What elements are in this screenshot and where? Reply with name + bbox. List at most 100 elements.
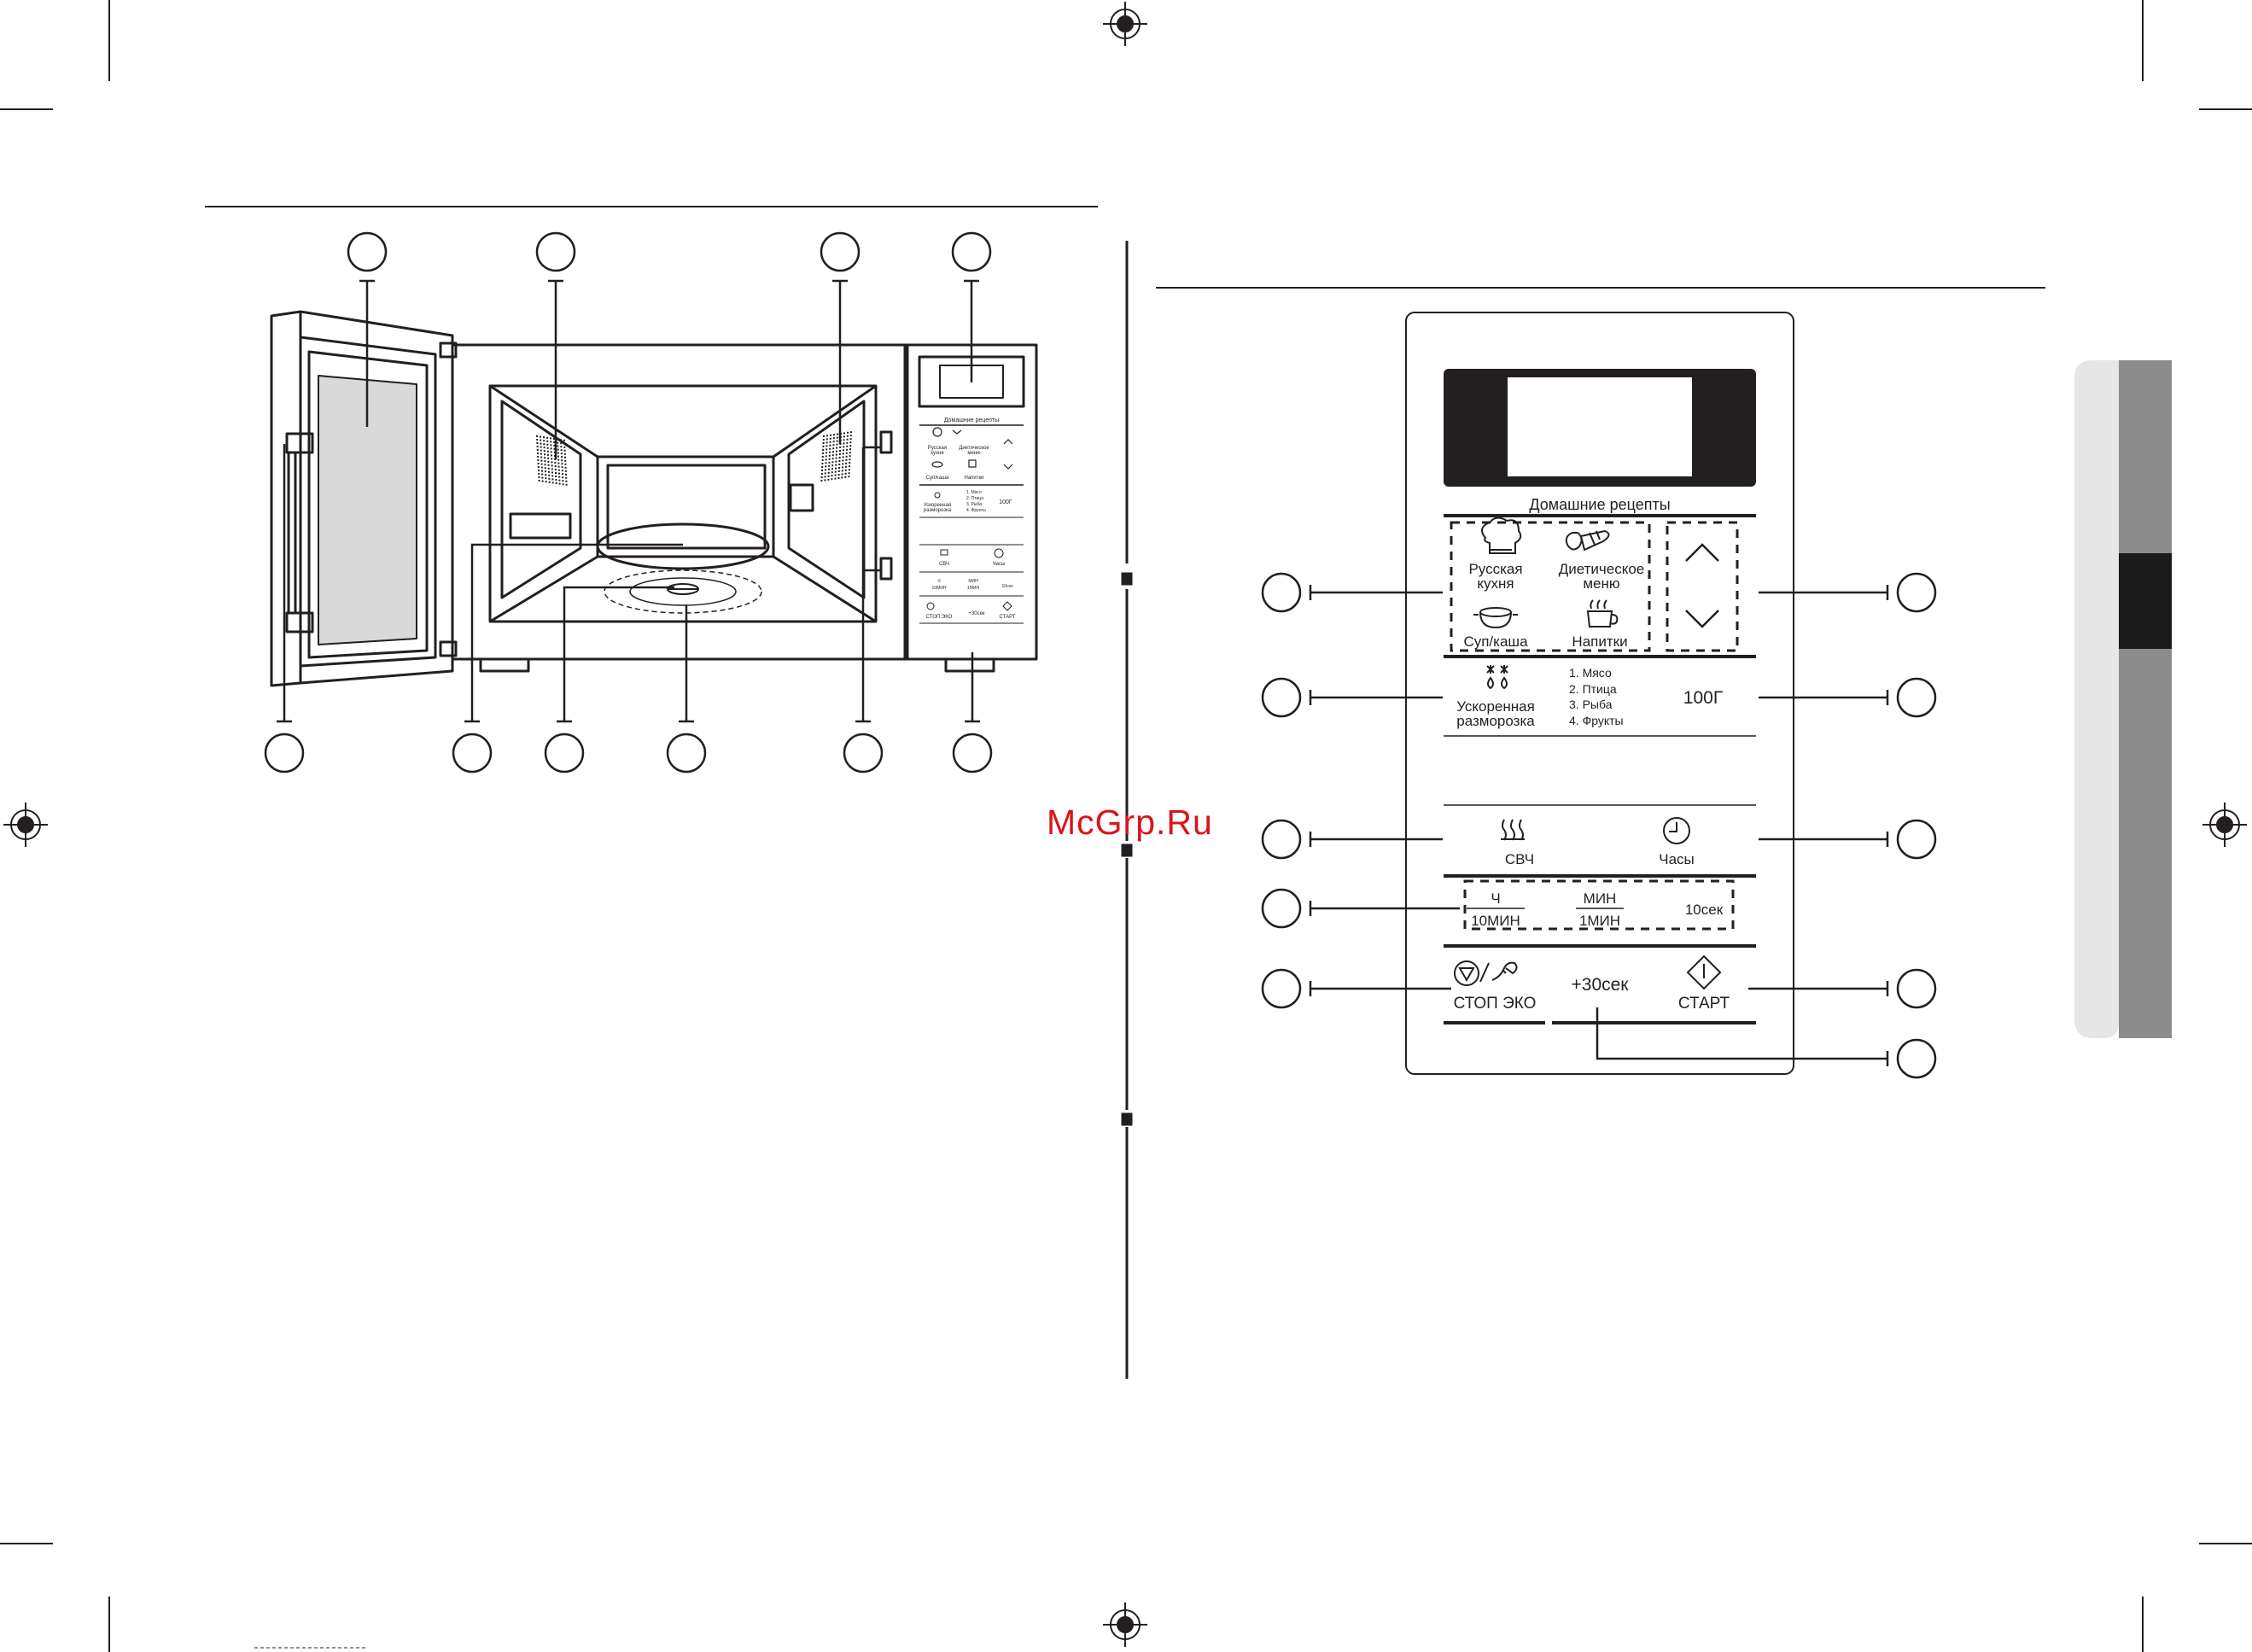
vent-hole <box>828 461 831 464</box>
vent-hole <box>845 452 848 454</box>
cup-icon <box>1586 599 1619 628</box>
vent-hole <box>564 466 567 469</box>
vent-hole <box>538 473 540 475</box>
door-window <box>318 375 417 645</box>
svg-text:кухня: кухня <box>931 451 943 456</box>
svg-text:СТАРТ: СТАРТ <box>1000 615 1016 620</box>
clock-icon <box>1663 817 1690 844</box>
vent-hole <box>825 469 826 471</box>
vent-hole <box>845 465 847 468</box>
vent-hole <box>841 473 843 476</box>
left-callouts <box>264 231 993 773</box>
vent-hole <box>550 447 552 450</box>
vent-hole <box>537 456 540 458</box>
vent-hole <box>547 467 550 470</box>
callout-top-1 <box>347 231 388 272</box>
vent-hole <box>828 454 831 457</box>
vent-hole <box>820 476 823 478</box>
vent-hole <box>824 476 826 478</box>
vent-hole <box>849 445 852 447</box>
vent-hole <box>836 440 838 442</box>
vent-hole <box>541 470 543 472</box>
vent-hole <box>551 482 554 484</box>
vent-hole <box>832 437 835 440</box>
vent-hole <box>551 471 553 474</box>
vent-hole <box>548 470 550 473</box>
center-gutter <box>1121 241 1133 1379</box>
vent-hole <box>843 449 844 452</box>
vent-hole <box>831 478 833 481</box>
svg-text:10МИН: 10МИН <box>1471 913 1520 929</box>
mini-control-panel: Домашние рецепты Русская кухня Диетическ… <box>919 417 1024 624</box>
vent-hole <box>555 472 557 474</box>
vent-hole <box>546 443 549 446</box>
vent-hole <box>555 479 557 481</box>
vent-hole <box>838 453 841 455</box>
vent-hole <box>536 442 539 444</box>
vent-hole <box>560 449 563 452</box>
vent-hole <box>564 463 567 465</box>
vent-hole <box>842 459 844 462</box>
vegetables-icon <box>1565 529 1610 552</box>
registration-mark-left <box>3 803 48 847</box>
vent-hole <box>548 477 551 480</box>
vent-hole <box>554 469 557 470</box>
vent-hole <box>832 444 835 447</box>
vent-hole <box>848 472 850 475</box>
vent-hole <box>848 476 850 478</box>
callout-left-5 <box>1261 968 1302 1009</box>
vent-hole <box>846 445 849 447</box>
vent-hole <box>829 437 831 440</box>
vent-hole <box>838 467 840 469</box>
svg-text:СВЧ: СВЧ <box>1505 851 1534 867</box>
vent-hole <box>827 475 830 477</box>
vent-hole <box>837 433 838 435</box>
vent-hole <box>554 465 557 467</box>
callout-right-5 <box>1896 1038 1937 1079</box>
vent-hole <box>821 466 824 468</box>
soup-pot-icon <box>1473 607 1518 629</box>
control-panel: Домашние рецепты Русская кухня Диетическ… <box>1405 312 1794 1075</box>
callout-right-1 <box>1896 572 1937 613</box>
svg-text:разморозка: разморозка <box>924 508 952 513</box>
vent-hole <box>837 470 840 472</box>
vent-hole <box>558 482 561 485</box>
vent-hole <box>551 461 553 464</box>
vent-hole <box>563 449 566 452</box>
svg-text:100Г: 100Г <box>999 499 1012 505</box>
vent-hole <box>826 452 827 454</box>
vent-hole <box>557 465 560 468</box>
vent-hole <box>829 447 831 450</box>
vent-hole <box>562 480 564 482</box>
vent-hole <box>825 458 827 461</box>
svg-text:Суп/каша: Суп/каша <box>1463 633 1528 650</box>
oven-cavity <box>488 384 878 623</box>
svg-text:Ускоренная: Ускоренная <box>1456 698 1535 715</box>
svg-text:Напитки: Напитки <box>1572 633 1627 650</box>
vent-hole <box>835 467 837 470</box>
svg-text:3. Рыба: 3. Рыба <box>1569 698 1613 711</box>
callout-top-4 <box>951 231 992 272</box>
right-callouts <box>1261 572 1937 1079</box>
vent-hole <box>557 448 559 451</box>
vent-hole <box>537 466 540 468</box>
vent-hole <box>544 464 546 466</box>
vent-hole <box>557 455 559 458</box>
callout-left-1 <box>1261 572 1302 613</box>
svg-text:10сек: 10сек <box>1001 584 1013 589</box>
callout-bottom-4 <box>666 733 707 773</box>
vent-hole <box>562 473 563 476</box>
vent-hole <box>826 448 828 451</box>
svg-text:4. Фрукты: 4. Фрукты <box>966 508 986 513</box>
vent-hole <box>564 456 566 458</box>
vent-hole <box>843 446 845 448</box>
vent-hole <box>541 480 544 482</box>
svg-text:Ч: Ч <box>1491 890 1500 907</box>
oven-door <box>270 310 454 687</box>
vent-hole <box>536 446 539 447</box>
vent-hole <box>544 457 546 459</box>
vent-hole <box>538 480 540 482</box>
vent-hole <box>846 448 848 451</box>
svg-text:Русская: Русская <box>1468 561 1522 577</box>
